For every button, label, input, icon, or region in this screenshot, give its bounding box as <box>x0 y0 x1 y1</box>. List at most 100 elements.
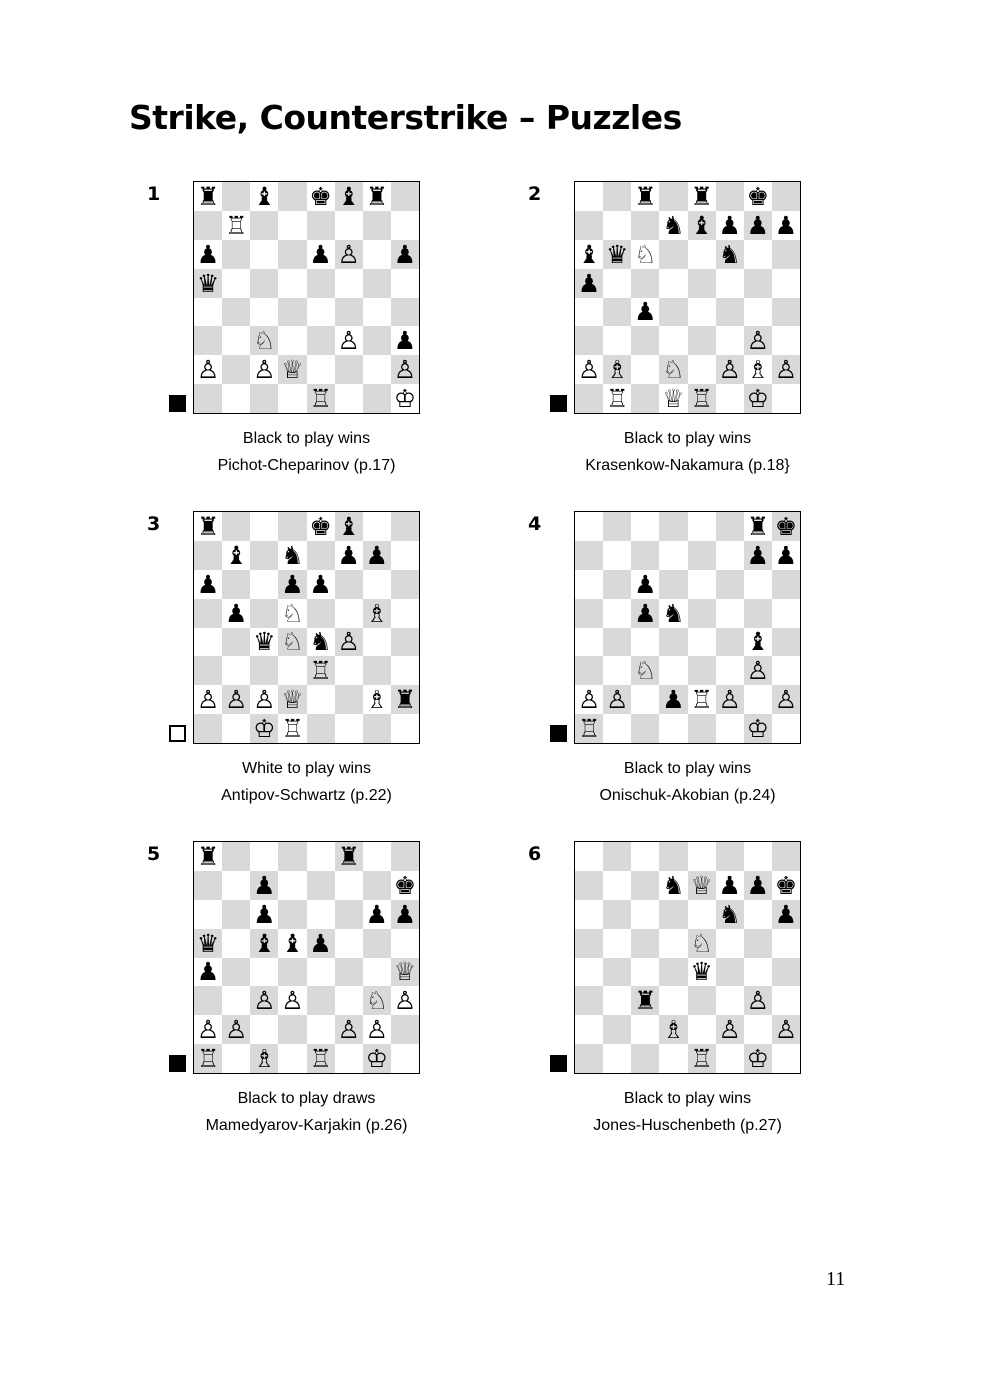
board-square: ♙ <box>575 355 604 385</box>
board-square: ♔ <box>743 384 772 413</box>
board-square <box>771 239 800 269</box>
black-king-icon: ♚ <box>309 511 332 541</box>
board-square: ♕ <box>278 685 307 715</box>
white-knight-icon: ♘ <box>634 239 657 269</box>
board-square: ♙ <box>771 355 800 385</box>
board-square <box>603 210 632 240</box>
board-square: ♟ <box>278 569 307 599</box>
board-square <box>631 685 660 715</box>
board-square: ♛ <box>603 239 632 269</box>
board-square <box>390 842 419 871</box>
white-pawn-icon: ♙ <box>774 685 798 715</box>
page-number: 11 <box>826 1268 846 1290</box>
board-square <box>715 928 744 958</box>
board-square <box>771 268 800 298</box>
board-square: ♟ <box>743 870 772 900</box>
board-square <box>659 182 688 211</box>
board-square <box>278 512 307 541</box>
white-pawn-icon: ♙ <box>746 986 770 1016</box>
board-square <box>390 297 419 327</box>
board-square: ♚ <box>306 182 335 211</box>
board-square <box>222 239 251 269</box>
board-square <box>603 1044 632 1073</box>
board-square: ♗ <box>743 355 772 385</box>
board-square <box>631 714 660 743</box>
board-square: ♙ <box>743 986 772 1016</box>
white-pawn-icon: ♙ <box>196 685 220 715</box>
white-rook-icon: ♖ <box>281 714 304 744</box>
white-pawn-icon: ♙ <box>718 685 741 715</box>
black-pawn-icon: ♟ <box>196 239 220 269</box>
board-square <box>659 1044 688 1073</box>
board-square <box>390 210 419 240</box>
board-square <box>222 569 251 599</box>
board-square <box>687 569 716 599</box>
board-square <box>362 842 391 871</box>
board-square: ♞ <box>715 239 744 269</box>
board-square <box>771 297 800 327</box>
white-rook-icon: ♖ <box>690 384 713 414</box>
board-square: ♗ <box>362 598 391 628</box>
board-square <box>278 239 307 269</box>
board-square <box>250 512 279 541</box>
white-rook-icon: ♖ <box>196 1044 220 1074</box>
board-square <box>659 899 688 929</box>
board-square <box>194 297 223 327</box>
board-square: ♙ <box>771 1015 800 1045</box>
board-square: ♝ <box>334 512 363 541</box>
board-square <box>362 239 391 269</box>
board-square <box>390 540 419 570</box>
board-square: ♞ <box>659 210 688 240</box>
board-square: ♟ <box>222 598 251 628</box>
board-square <box>194 598 223 628</box>
board-square <box>334 297 363 327</box>
board-square <box>687 656 716 686</box>
black-pawn-icon: ♟ <box>309 239 332 269</box>
board-square: ♖ <box>222 210 251 240</box>
puzzle-task: Black to play draws <box>237 1090 376 1107</box>
board-square <box>575 928 604 958</box>
board-square <box>687 512 716 541</box>
board-square <box>334 1044 363 1073</box>
board-square: ♟ <box>250 899 279 929</box>
board-square <box>222 326 251 356</box>
white-pawn-icon: ♙ <box>224 1015 248 1045</box>
white-king-icon: ♔ <box>746 1044 770 1074</box>
board-square <box>362 512 391 541</box>
board-square <box>222 870 251 900</box>
board-square: ♔ <box>362 1044 391 1073</box>
black-to-move-marker <box>169 1055 186 1072</box>
board-square: ♙ <box>715 685 744 715</box>
puzzle-number: 3 <box>147 513 161 535</box>
black-knight-icon: ♞ <box>718 899 741 929</box>
board-square: ♝ <box>278 928 307 958</box>
board-square <box>222 714 251 743</box>
black-to-move-marker <box>550 1055 567 1072</box>
board-square <box>575 842 604 871</box>
white-pawn-icon: ♙ <box>365 1015 389 1045</box>
board-square: ♟ <box>194 239 223 269</box>
puzzle-game-reference: Krasenkow-Nakamura (p.18} <box>585 457 790 474</box>
white-pawn-icon: ♙ <box>337 1015 360 1045</box>
board-square <box>575 598 604 628</box>
black-pawn-icon: ♟ <box>634 297 657 327</box>
board-square <box>771 569 800 599</box>
board-square <box>631 326 660 356</box>
board-square <box>222 182 251 211</box>
board-square <box>278 870 307 900</box>
board-square <box>659 627 688 657</box>
board-square: ♙ <box>194 685 223 715</box>
board-square <box>362 326 391 356</box>
black-queen-icon: ♛ <box>196 928 220 958</box>
black-rook-icon: ♜ <box>634 986 657 1016</box>
board-square: ♗ <box>659 1015 688 1045</box>
white-rook-icon: ♖ <box>690 1044 713 1074</box>
board-square <box>603 569 632 599</box>
white-knight-icon: ♘ <box>690 928 713 958</box>
board-square: ♔ <box>743 714 772 743</box>
board-square <box>575 870 604 900</box>
white-knight-icon: ♘ <box>281 627 304 657</box>
board-square: ♘ <box>659 355 688 385</box>
board-square: ♙ <box>743 326 772 356</box>
board-square <box>715 326 744 356</box>
